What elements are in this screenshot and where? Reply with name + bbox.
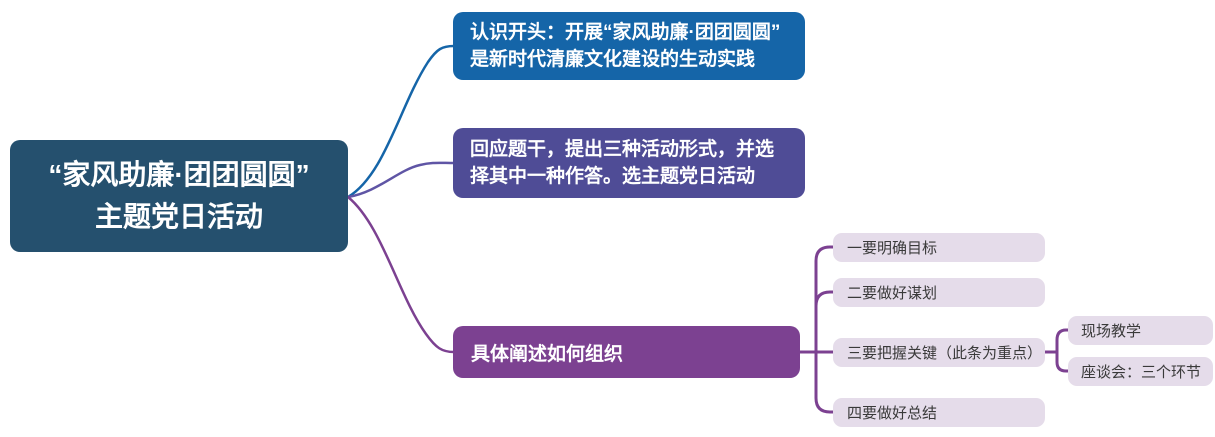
connector-branch3-child4 (814, 350, 835, 414)
connector-root-branch3 (346, 195, 456, 354)
child1-label: 一要明确目标 (847, 240, 938, 257)
connector-child3-grandchild2 (1055, 350, 1070, 373)
branch-node-opening[interactable]: 认识开头：开展“家风助廉·团团圆圆” 是新时代清廉文化建设的生动实践 (453, 12, 805, 80)
branch2-line1: 回应题干，提出三种活动形式，并选 (470, 139, 775, 160)
grandchild1-label: 现场教学 (1081, 323, 1142, 340)
connector-child3-grandchild1 (1055, 328, 1070, 354)
branch-node-how-to-organize[interactable]: 具体阐述如何组织 (453, 326, 800, 378)
grandchild2-label: 座谈会：三个环节 (1081, 364, 1202, 381)
child3-label: 三要把握关键（此条为重点） (847, 345, 1043, 362)
child-node-clear-goal[interactable]: 一要明确目标 (833, 233, 1045, 262)
branch1-line1: 认识开头：开展“家风助廉·团团圆圆” (470, 22, 781, 43)
branch-node-respond-prompt[interactable]: 回应题干，提出三种活动形式，并选 择其中一种作答。选主题党日活动 (453, 128, 805, 198)
connector-root-branch2 (346, 161, 456, 199)
root-node-line2: 主题党日活动 (94, 201, 263, 232)
root-node-line1: “家风助廉·团团圆圆” (48, 159, 310, 190)
connector-branch3-child1 (814, 245, 835, 354)
child-node-grasp-key[interactable]: 三要把握关键（此条为重点） (833, 338, 1045, 367)
branch1-line2: 是新时代清廉文化建设的生动实践 (470, 49, 756, 70)
child-node-good-planning[interactable]: 二要做好谋划 (833, 278, 1045, 307)
grandchild-node-symposium[interactable]: 座谈会：三个环节 (1068, 357, 1213, 386)
child4-label: 四要做好总结 (847, 405, 938, 422)
grandchild-node-onsite-teaching[interactable]: 现场教学 (1068, 316, 1213, 345)
child-node-good-summary[interactable]: 四要做好总结 (833, 398, 1045, 427)
root-node-theme-party-day[interactable]: “家风助廉·团团圆圆” 主题党日活动 (10, 140, 348, 252)
child2-label: 二要做好谋划 (847, 285, 938, 302)
branch2-line2: 择其中一种作答。选主题党日活动 (470, 166, 756, 187)
connector-root-branch1 (346, 44, 456, 199)
connector-branch3-child2 (814, 290, 835, 354)
branch3-label: 具体阐述如何组织 (471, 343, 624, 365)
